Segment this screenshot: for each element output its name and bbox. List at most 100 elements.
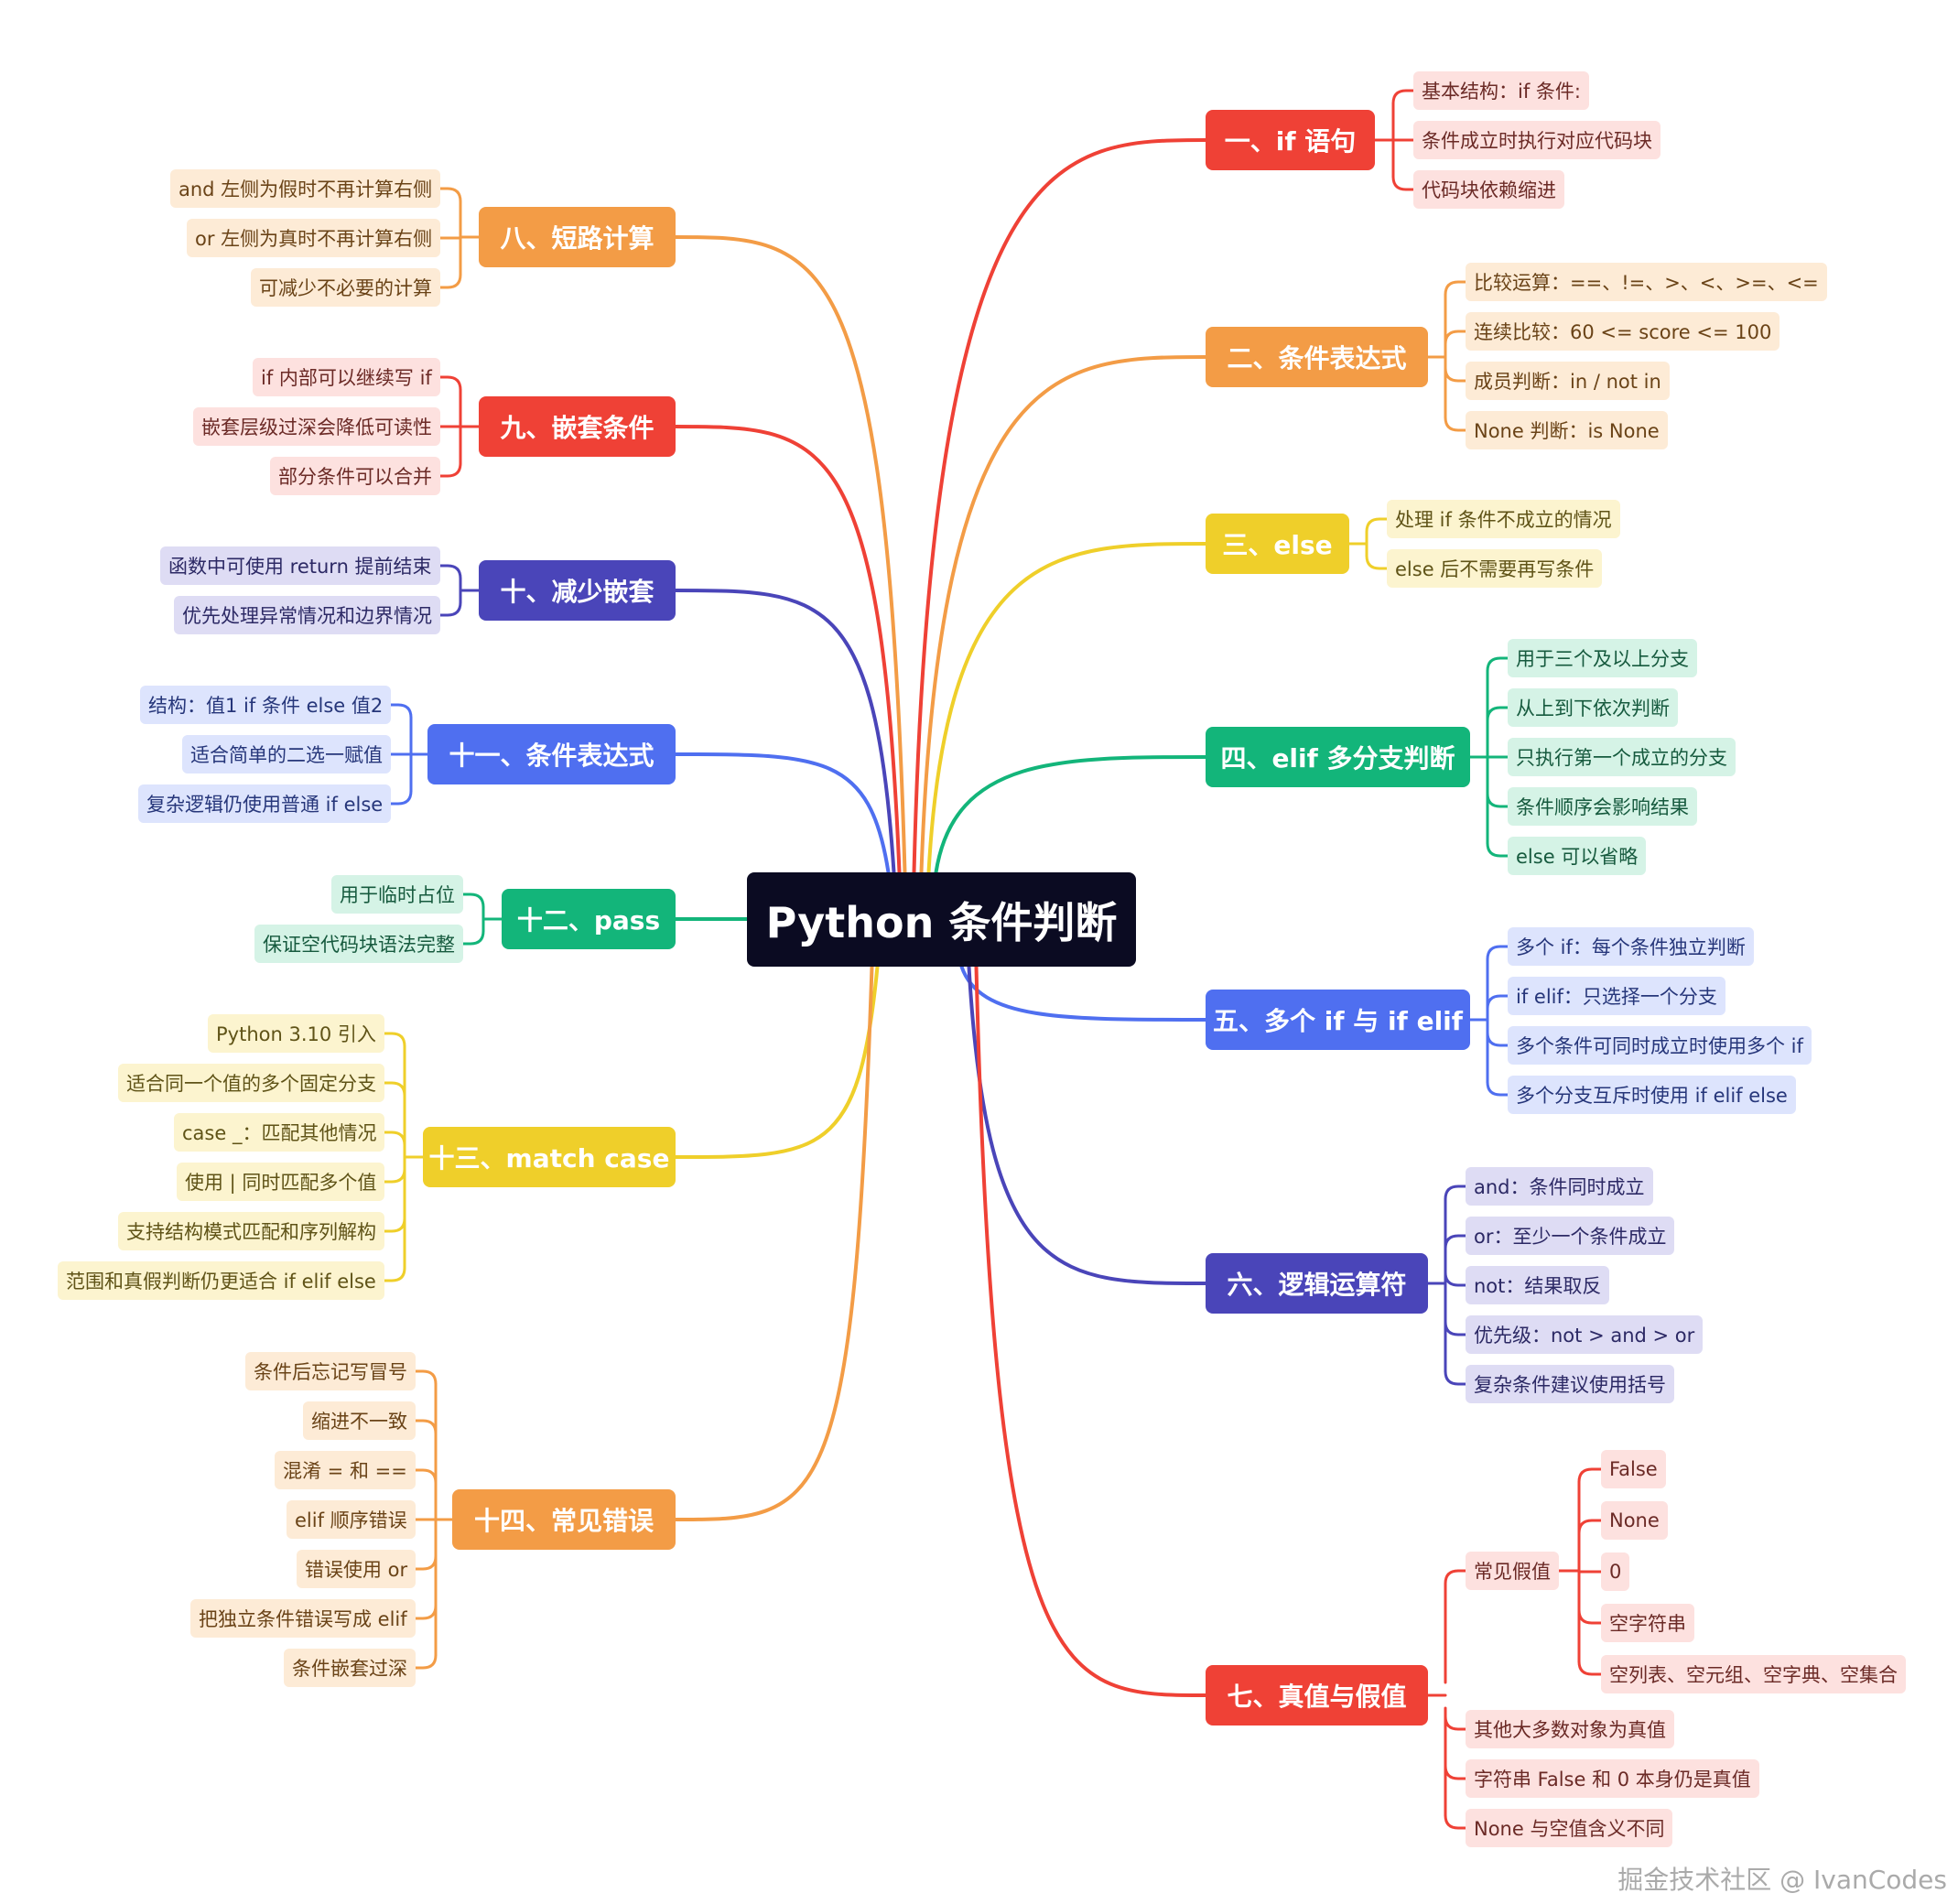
leaf-node[interactable]: 从上到下依次判断 [1508, 688, 1678, 727]
leaf-node[interactable]: elif 顺序错误 [287, 1500, 416, 1539]
leaf-node[interactable]: 用于临时占位 [331, 875, 463, 914]
leaf-node[interactable]: and：条件同时成立 [1466, 1167, 1653, 1206]
leaf-node[interactable]: 成员判断：in / not in [1466, 362, 1670, 400]
connector-line [1444, 1185, 1467, 1201]
leaf-node[interactable]: None 与空值含义不同 [1466, 1809, 1673, 1847]
branch-node-2[interactable]: 二、条件表达式 [1206, 327, 1428, 387]
leaf-node[interactable]: 使用 | 同时匹配多个值 [177, 1163, 385, 1201]
connector-line [974, 965, 1207, 1697]
leaf-node[interactable]: 嵌套层级过深会降低可读性 [193, 407, 440, 446]
connector-line [674, 965, 880, 1159]
leaf-node[interactable]: 保证空代码块语法完整 [254, 925, 463, 963]
connector-line [1444, 280, 1467, 297]
sub-branch-node[interactable]: 常见假值 [1466, 1552, 1559, 1590]
connector-line [934, 755, 1207, 874]
connector-line [674, 235, 907, 874]
connector-line [1486, 792, 1509, 808]
branch-node-14[interactable]: 十四、常见错误 [452, 1489, 676, 1550]
connector-line [1444, 1715, 1467, 1731]
leaf-node[interactable]: 复杂逻辑仍使用普通 if else [138, 784, 392, 823]
leaf-node[interactable]: 适合简单的二选一赋值 [182, 735, 391, 774]
leaf-node[interactable]: 用于三个及以上分支 [1508, 639, 1697, 677]
leaf-node[interactable]: or：至少一个条件成立 [1466, 1217, 1675, 1255]
leaf-node[interactable]: Python 3.10 引入 [208, 1014, 384, 1053]
connector-line [383, 1032, 406, 1048]
leaf-node[interactable]: 结构：值1 if 条件 else 值2 [140, 686, 392, 724]
leaf-node[interactable]: if elif：只选择一个分支 [1508, 977, 1725, 1015]
leaf-node[interactable]: case _：匹配其他情况 [174, 1113, 385, 1152]
branch-node-5[interactable]: 五、多个 if 与 if elif [1206, 990, 1470, 1050]
leaf-node[interactable]: and 左侧为假时不再计算右侧 [170, 169, 441, 208]
branch-node-3[interactable]: 三、else [1206, 514, 1349, 574]
connector-line [1444, 416, 1467, 432]
connector-line [461, 929, 485, 946]
leaf-node[interactable]: 字符串 False 和 0 本身仍是真值 [1466, 1759, 1759, 1798]
leaf-node[interactable]: False [1601, 1450, 1666, 1488]
leaf-node[interactable]: 支持结构模式匹配和序列解构 [118, 1212, 384, 1250]
connector-line [1365, 554, 1389, 570]
leaf-node[interactable]: 条件成立时执行对应代码块 [1413, 121, 1661, 159]
leaf-node[interactable]: 适合同一个值的多个固定分支 [118, 1064, 384, 1102]
leaf-node[interactable]: 连续比较：60 <= score <= 100 [1466, 312, 1780, 351]
connector-line [438, 564, 462, 580]
leaf-node[interactable]: or 左侧为真时不再计算右侧 [187, 219, 441, 257]
leaf-node[interactable]: 条件后忘记写冒号 [245, 1352, 416, 1390]
connector-line [1444, 330, 1467, 346]
connector-line [383, 1266, 406, 1282]
branch-node-6[interactable]: 六、逻辑运算符 [1206, 1253, 1428, 1314]
leaf-node[interactable]: 代码块依赖缩进 [1413, 170, 1564, 209]
connector-line [461, 892, 485, 909]
leaf-node[interactable]: 处理 if 条件不成立的情况 [1387, 500, 1620, 538]
branch-node-13[interactable]: 十三、match case [423, 1127, 676, 1187]
branch-node-10[interactable]: 十、减少嵌套 [479, 560, 676, 621]
branch-node-7[interactable]: 七、真值与假值 [1206, 1665, 1428, 1726]
leaf-node[interactable]: else 后不需要再写条件 [1387, 549, 1603, 588]
leaf-node[interactable]: if 内部可以继续写 if [253, 358, 440, 396]
leaf-node[interactable]: 混淆 = 和 == [275, 1451, 416, 1489]
leaf-node[interactable]: else 可以省略 [1508, 837, 1647, 875]
leaf-node[interactable]: None [1601, 1501, 1668, 1540]
leaf-node[interactable]: 函数中可使用 return 提前结束 [160, 546, 440, 585]
leaf-node[interactable]: 其他大多数对象为真值 [1466, 1710, 1674, 1748]
leaf-node[interactable]: 空字符串 [1601, 1604, 1694, 1642]
connector-line [1444, 366, 1467, 383]
connector-line [959, 965, 1207, 1022]
connector-line [438, 375, 462, 392]
leaf-node[interactable]: 把独立条件错误写成 elif [190, 1599, 416, 1638]
leaf-node[interactable]: 比较运算：==、!=、>、<、>=、<= [1466, 263, 1827, 301]
connector-line [674, 965, 874, 1521]
connector-line [674, 425, 902, 874]
connector-line [383, 1217, 406, 1233]
leaf-node[interactable]: 多个分支互斥时使用 if elif else [1508, 1076, 1796, 1114]
leaf-node[interactable]: 空列表、空元组、空字典、空集合 [1601, 1655, 1906, 1693]
leaf-node[interactable]: 部分条件可以合并 [270, 457, 440, 495]
leaf-node[interactable]: 条件嵌套过深 [284, 1649, 416, 1687]
branch-node-11[interactable]: 十一、条件表达式 [427, 724, 676, 784]
leaf-node[interactable]: 范围和真假判断仍更适合 if elif else [58, 1261, 384, 1300]
root-node[interactable]: Python 条件判断 [747, 872, 1136, 967]
branch-node-1[interactable]: 一、if 语句 [1206, 110, 1375, 170]
leaf-node[interactable]: 缩进不一致 [303, 1401, 416, 1440]
leaf-node[interactable]: None 判断：is None [1466, 411, 1668, 449]
connector-line [1577, 1519, 1603, 1535]
branch-node-4[interactable]: 四、elif 多分支判断 [1206, 727, 1470, 787]
branch-node-12[interactable]: 十二、pass [502, 889, 676, 949]
leaf-node[interactable]: 多个 if：每个条件独立判断 [1508, 927, 1754, 966]
connector-line [967, 965, 1207, 1285]
connector-line [1444, 1369, 1467, 1386]
leaf-node[interactable]: 0 [1601, 1552, 1630, 1591]
connector-line [414, 1653, 438, 1670]
leaf-node[interactable]: 错误使用 or [297, 1550, 416, 1588]
connector-line [1444, 1764, 1467, 1780]
leaf-node[interactable]: not：结果取反 [1466, 1266, 1610, 1304]
leaf-node[interactable]: 只执行第一个成立的分支 [1508, 738, 1736, 776]
leaf-node[interactable]: 可减少不必要的计算 [251, 268, 440, 307]
branch-node-9[interactable]: 九、嵌套条件 [479, 396, 676, 457]
branch-node-8[interactable]: 八、短路计算 [479, 207, 676, 267]
leaf-node[interactable]: 条件顺序会影响结果 [1508, 787, 1697, 826]
leaf-node[interactable]: 基本结构：if 条件: [1413, 71, 1589, 110]
leaf-node[interactable]: 多个条件可同时成立时使用多个 if [1508, 1026, 1812, 1065]
leaf-node[interactable]: 优先处理异常情况和边界情况 [174, 596, 440, 634]
leaf-node[interactable]: 复杂条件建议使用括号 [1466, 1365, 1674, 1403]
leaf-node[interactable]: 优先级：not > and > or [1466, 1315, 1704, 1354]
